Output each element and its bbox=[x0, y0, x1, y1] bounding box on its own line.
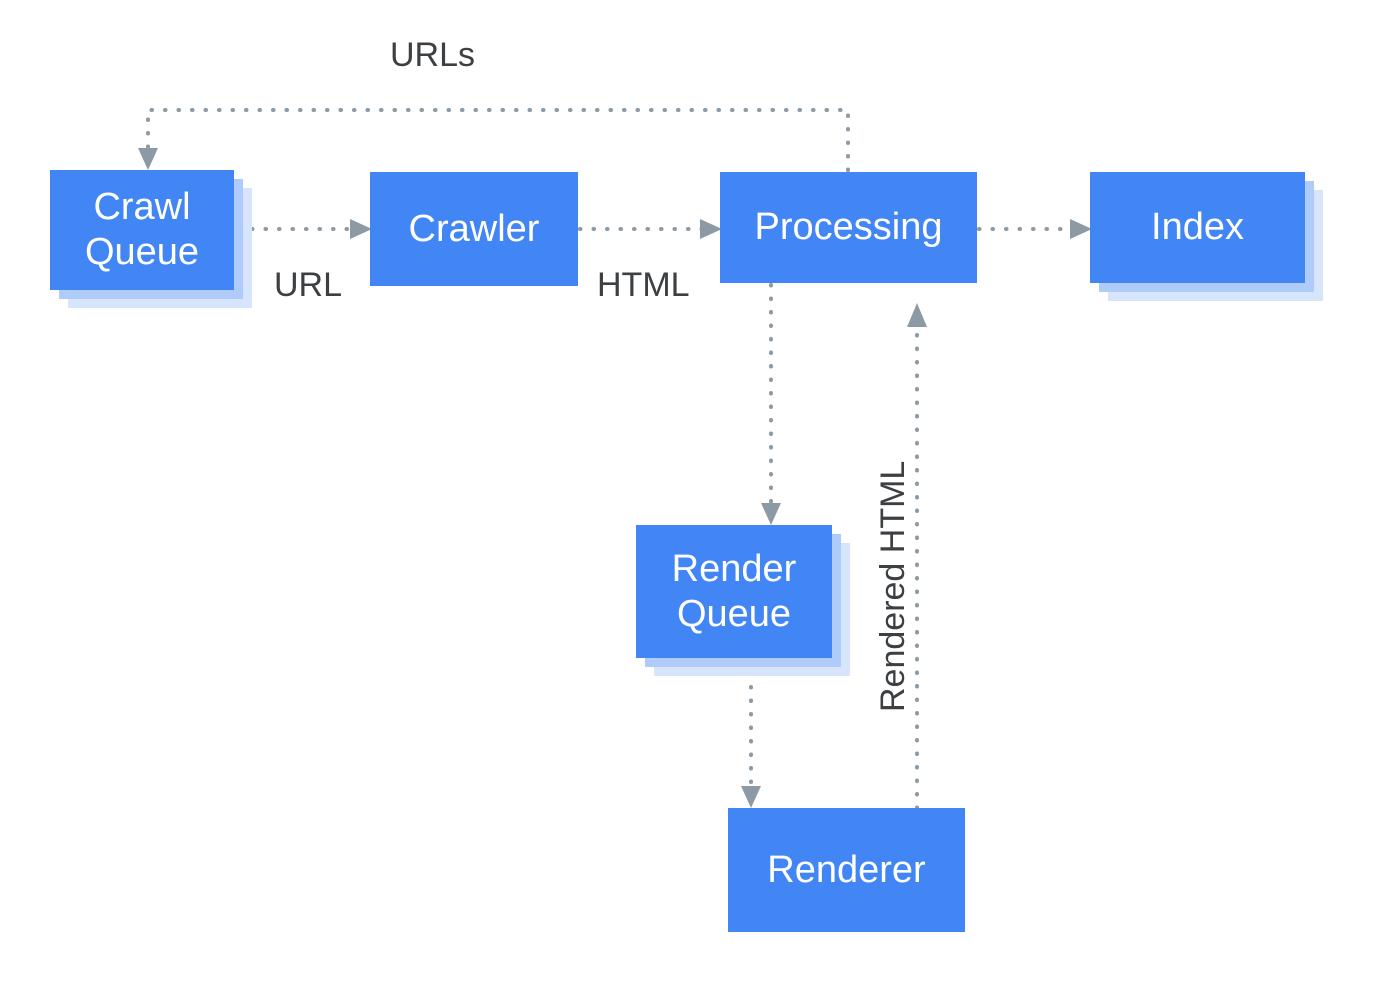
node-crawl-queue-label: Crawl Queue bbox=[50, 170, 234, 290]
node-crawler[interactable]: Crawler bbox=[370, 172, 578, 286]
edge-label-urls: URLs bbox=[390, 36, 476, 74]
node-processing[interactable]: Processing bbox=[720, 172, 977, 283]
edge-processing-to-renderqueue bbox=[761, 283, 781, 525]
node-crawl-queue[interactable]: Crawl Queue bbox=[50, 170, 252, 308]
node-crawler-label: Crawler bbox=[370, 172, 578, 286]
edge-label-rendered-html: Rendered HTML bbox=[874, 460, 912, 712]
edge-processing-to-index bbox=[977, 219, 1092, 239]
edge-label-html: HTML bbox=[597, 266, 690, 304]
node-renderer-label: Renderer bbox=[728, 808, 965, 932]
node-processing-label: Processing bbox=[720, 172, 977, 283]
node-render-queue-label: Render Queue bbox=[636, 525, 832, 658]
edge-crawlqueue-to-crawler bbox=[250, 219, 372, 239]
edge-crawler-to-processing bbox=[578, 219, 722, 239]
node-index[interactable]: Index bbox=[1090, 172, 1323, 301]
node-render-queue[interactable]: Render Queue bbox=[636, 525, 850, 676]
edge-renderqueue-to-renderer bbox=[741, 658, 761, 808]
node-index-label: Index bbox=[1090, 172, 1305, 283]
node-renderer[interactable]: Renderer bbox=[728, 808, 965, 932]
edge-label-url: URL bbox=[274, 266, 343, 304]
edge-processing-to-crawlqueue-urls bbox=[138, 108, 850, 172]
